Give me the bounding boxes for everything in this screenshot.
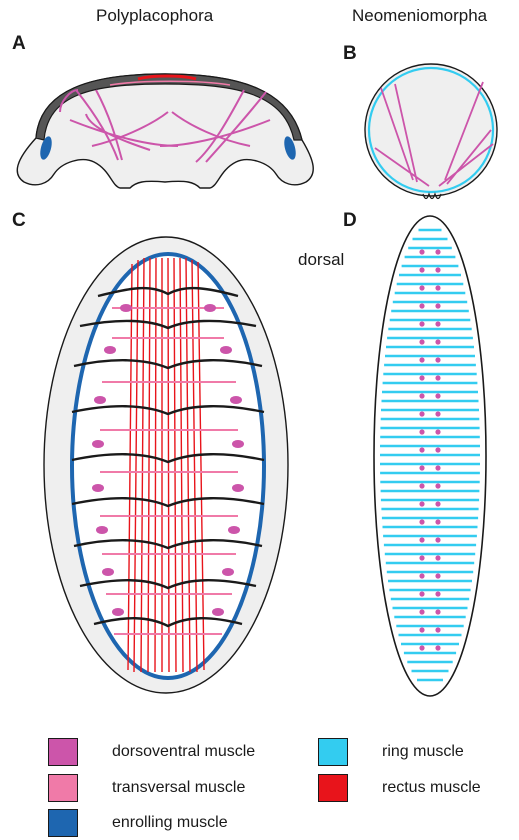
- panel-b-cross-section: [355, 60, 515, 200]
- dorsoventral-muscle-dot: [419, 465, 424, 470]
- panel-label-d: D: [343, 210, 357, 232]
- dorsoventral-muscle-dot: [419, 645, 424, 650]
- dorsoventral-muscle-dot: [419, 519, 424, 524]
- dorsoventral-muscle-dot: [419, 357, 424, 362]
- dorsoventral-muscle-dot: [435, 555, 440, 560]
- dorsoventral-muscle-dot: [435, 303, 440, 308]
- dorsoventral-muscle-dot: [435, 375, 440, 380]
- legend-label-transversal: transversal muscle: [112, 779, 245, 797]
- legend-label-rectus: rectus muscle: [382, 779, 481, 797]
- dorsoventral-muscle-dot: [419, 393, 424, 398]
- dorsoventral-muscle-dot: [435, 591, 440, 596]
- legend-label-enrolling: enrolling muscle: [112, 814, 228, 832]
- title-neomeniomorpha: Neomeniomorpha: [352, 6, 487, 26]
- dorsoventral-muscle-dot: [419, 303, 424, 308]
- dorsoventral-muscle-dot: [435, 447, 440, 452]
- panel-a-cross-section: [0, 50, 320, 200]
- dorsoventral-muscle-dot: [419, 375, 424, 380]
- legend-item-transversal: transversal muscle: [48, 773, 245, 803]
- dorsoventral-muscle-dot: [435, 411, 440, 416]
- dorsoventral-muscle-dot: [419, 267, 424, 272]
- dorsoventral-muscle-dot: [419, 537, 424, 542]
- dorsoventral-muscle-dot: [419, 609, 424, 614]
- dorsoventral-muscle-dot: [435, 285, 440, 290]
- legend-item-ring: ring muscle: [318, 737, 464, 767]
- dorsoventral-muscle-dot: [419, 627, 424, 632]
- legend-swatch-dorsoventral: [48, 738, 78, 766]
- legend-item-enrolling: enrolling muscle: [48, 808, 228, 838]
- panel-d-dorsal-view: [368, 212, 492, 702]
- orientation-label: dorsal: [298, 250, 344, 270]
- dorsoventral-muscle-dot: [435, 465, 440, 470]
- dorsoventral-muscle-dot: [419, 285, 424, 290]
- dorsoventral-muscle-dot: [419, 249, 424, 254]
- body-outline: [365, 64, 497, 196]
- dorsoventral-muscle-dot: [419, 483, 424, 488]
- dorsoventral-muscle-dot: [435, 645, 440, 650]
- dorsoventral-muscle-dot: [419, 411, 424, 416]
- legend-label-ring: ring muscle: [382, 743, 464, 761]
- dorsoventral-muscle-dot: [419, 339, 424, 344]
- dorsoventral-muscle-dot: [435, 393, 440, 398]
- dorsoventral-muscle-dot: [419, 591, 424, 596]
- dorsoventral-muscle-dot: [435, 519, 440, 524]
- legend-swatch-transversal: [48, 774, 78, 802]
- dorsoventral-muscle-dot: [435, 537, 440, 542]
- dorsoventral-muscle-dot: [419, 447, 424, 452]
- panel-c-dorsal-view: [40, 232, 300, 698]
- dorsoventral-muscle-dot: [435, 609, 440, 614]
- dorsoventral-muscle-dot: [435, 627, 440, 632]
- dorsoventral-muscle-dot: [435, 501, 440, 506]
- dorsoventral-muscle-dot: [435, 267, 440, 272]
- dorsoventral-muscle-dot: [419, 501, 424, 506]
- dorsoventral-muscle-dot: [435, 321, 440, 326]
- panel-label-c: C: [12, 210, 26, 232]
- legend-label-dorsoventral: dorsoventral muscle: [112, 743, 255, 761]
- legend-item-rectus: rectus muscle: [318, 773, 481, 803]
- dorsoventral-muscle-dot: [419, 555, 424, 560]
- dorsoventral-muscle-dot: [435, 573, 440, 578]
- dorsoventral-muscle-dot: [435, 483, 440, 488]
- dorsoventral-muscle-dot: [435, 429, 440, 434]
- legend-swatch-enrolling: [48, 809, 78, 837]
- dorsoventral-muscle-dot: [435, 339, 440, 344]
- dorsoventral-muscle-dot: [419, 321, 424, 326]
- dorsoventral-muscle-dot: [435, 357, 440, 362]
- legend-swatch-ring: [318, 738, 348, 766]
- dorsoventral-muscle-dot: [419, 573, 424, 578]
- dorsoventral-muscle-dot: [419, 429, 424, 434]
- body-outline: [17, 74, 313, 188]
- legend-swatch-rectus: [318, 774, 348, 802]
- title-polyplacophora: Polyplacophora: [96, 6, 213, 26]
- dorsoventral-muscle-dot: [435, 249, 440, 254]
- legend-item-dorsoventral: dorsoventral muscle: [48, 737, 255, 767]
